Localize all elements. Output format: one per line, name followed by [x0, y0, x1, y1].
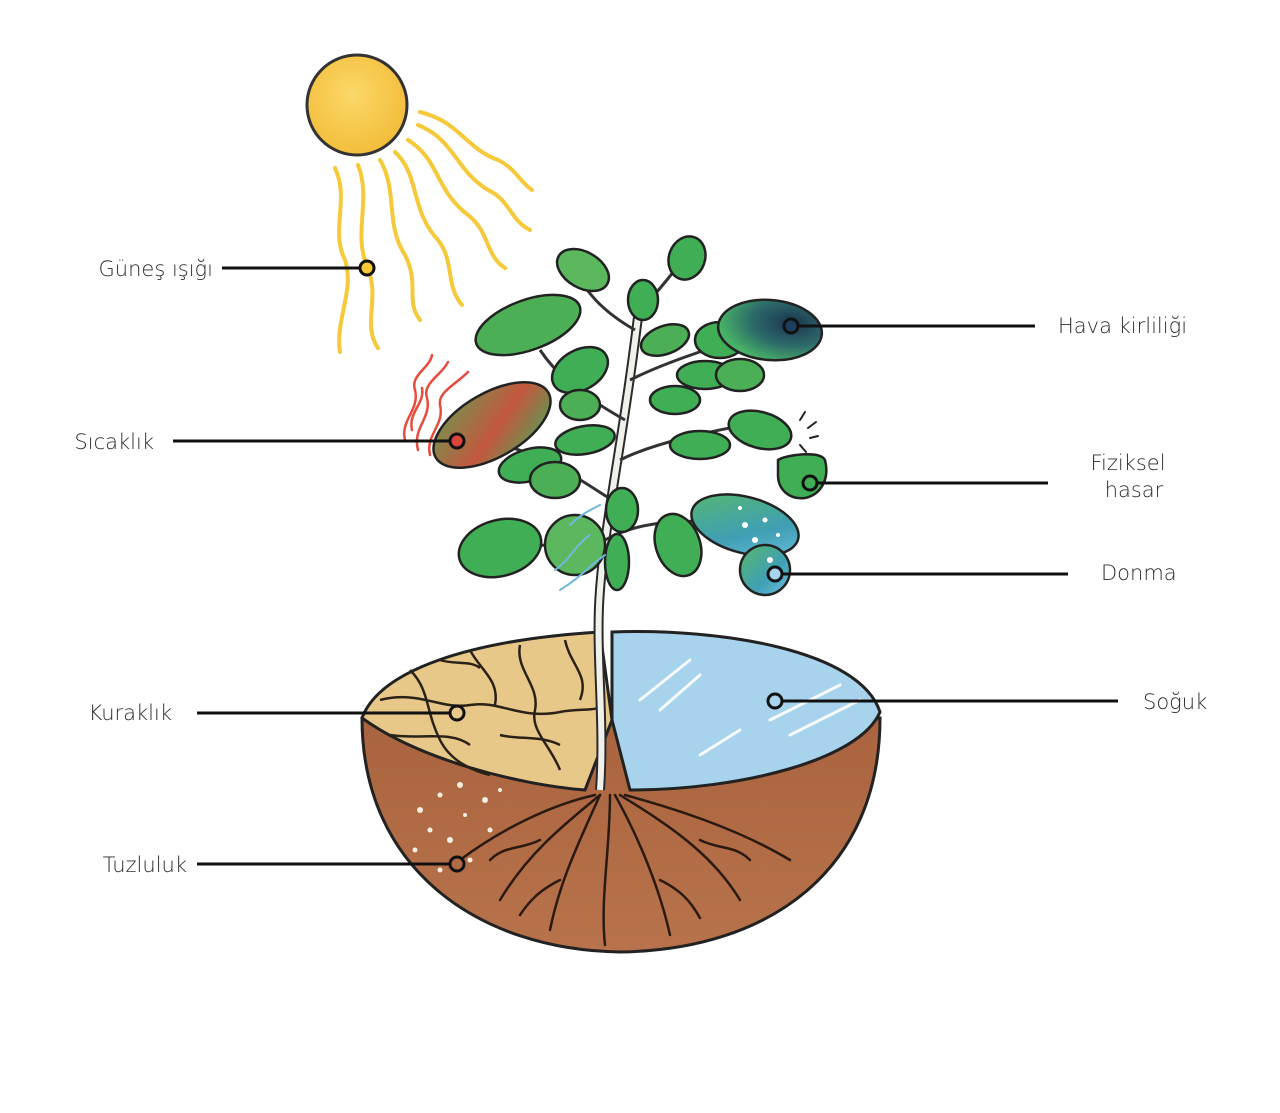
pot-illustration	[360, 630, 882, 954]
physical-damage-marker	[801, 474, 819, 492]
sun-icon	[305, 53, 409, 157]
cold-marker	[766, 692, 784, 710]
sun-rays	[333, 110, 534, 354]
label-heat: Sıcaklık	[74, 430, 154, 454]
label-physical-damage-line1: Fiziksel	[1090, 451, 1165, 475]
drought-marker	[448, 704, 466, 722]
callout-lines	[173, 266, 1118, 866]
label-salinity: Tuzluluk	[103, 853, 187, 877]
label-cold: Soğuk	[1143, 690, 1207, 714]
label-drought: Kuraklık	[88, 701, 172, 725]
frost-marker	[766, 565, 784, 583]
label-sunlight: Güneş ışığı	[99, 257, 213, 281]
sunlight-marker	[358, 259, 376, 277]
label-physical-damage-line2: hasar	[1105, 478, 1164, 502]
salinity-marker	[448, 855, 466, 873]
air-pollution-marker	[782, 317, 800, 335]
heat-marker	[448, 432, 466, 450]
label-air-pollution: Hava kirliliği	[1058, 314, 1187, 338]
callout-dots	[358, 259, 819, 873]
label-frost: Donma	[1101, 561, 1177, 585]
